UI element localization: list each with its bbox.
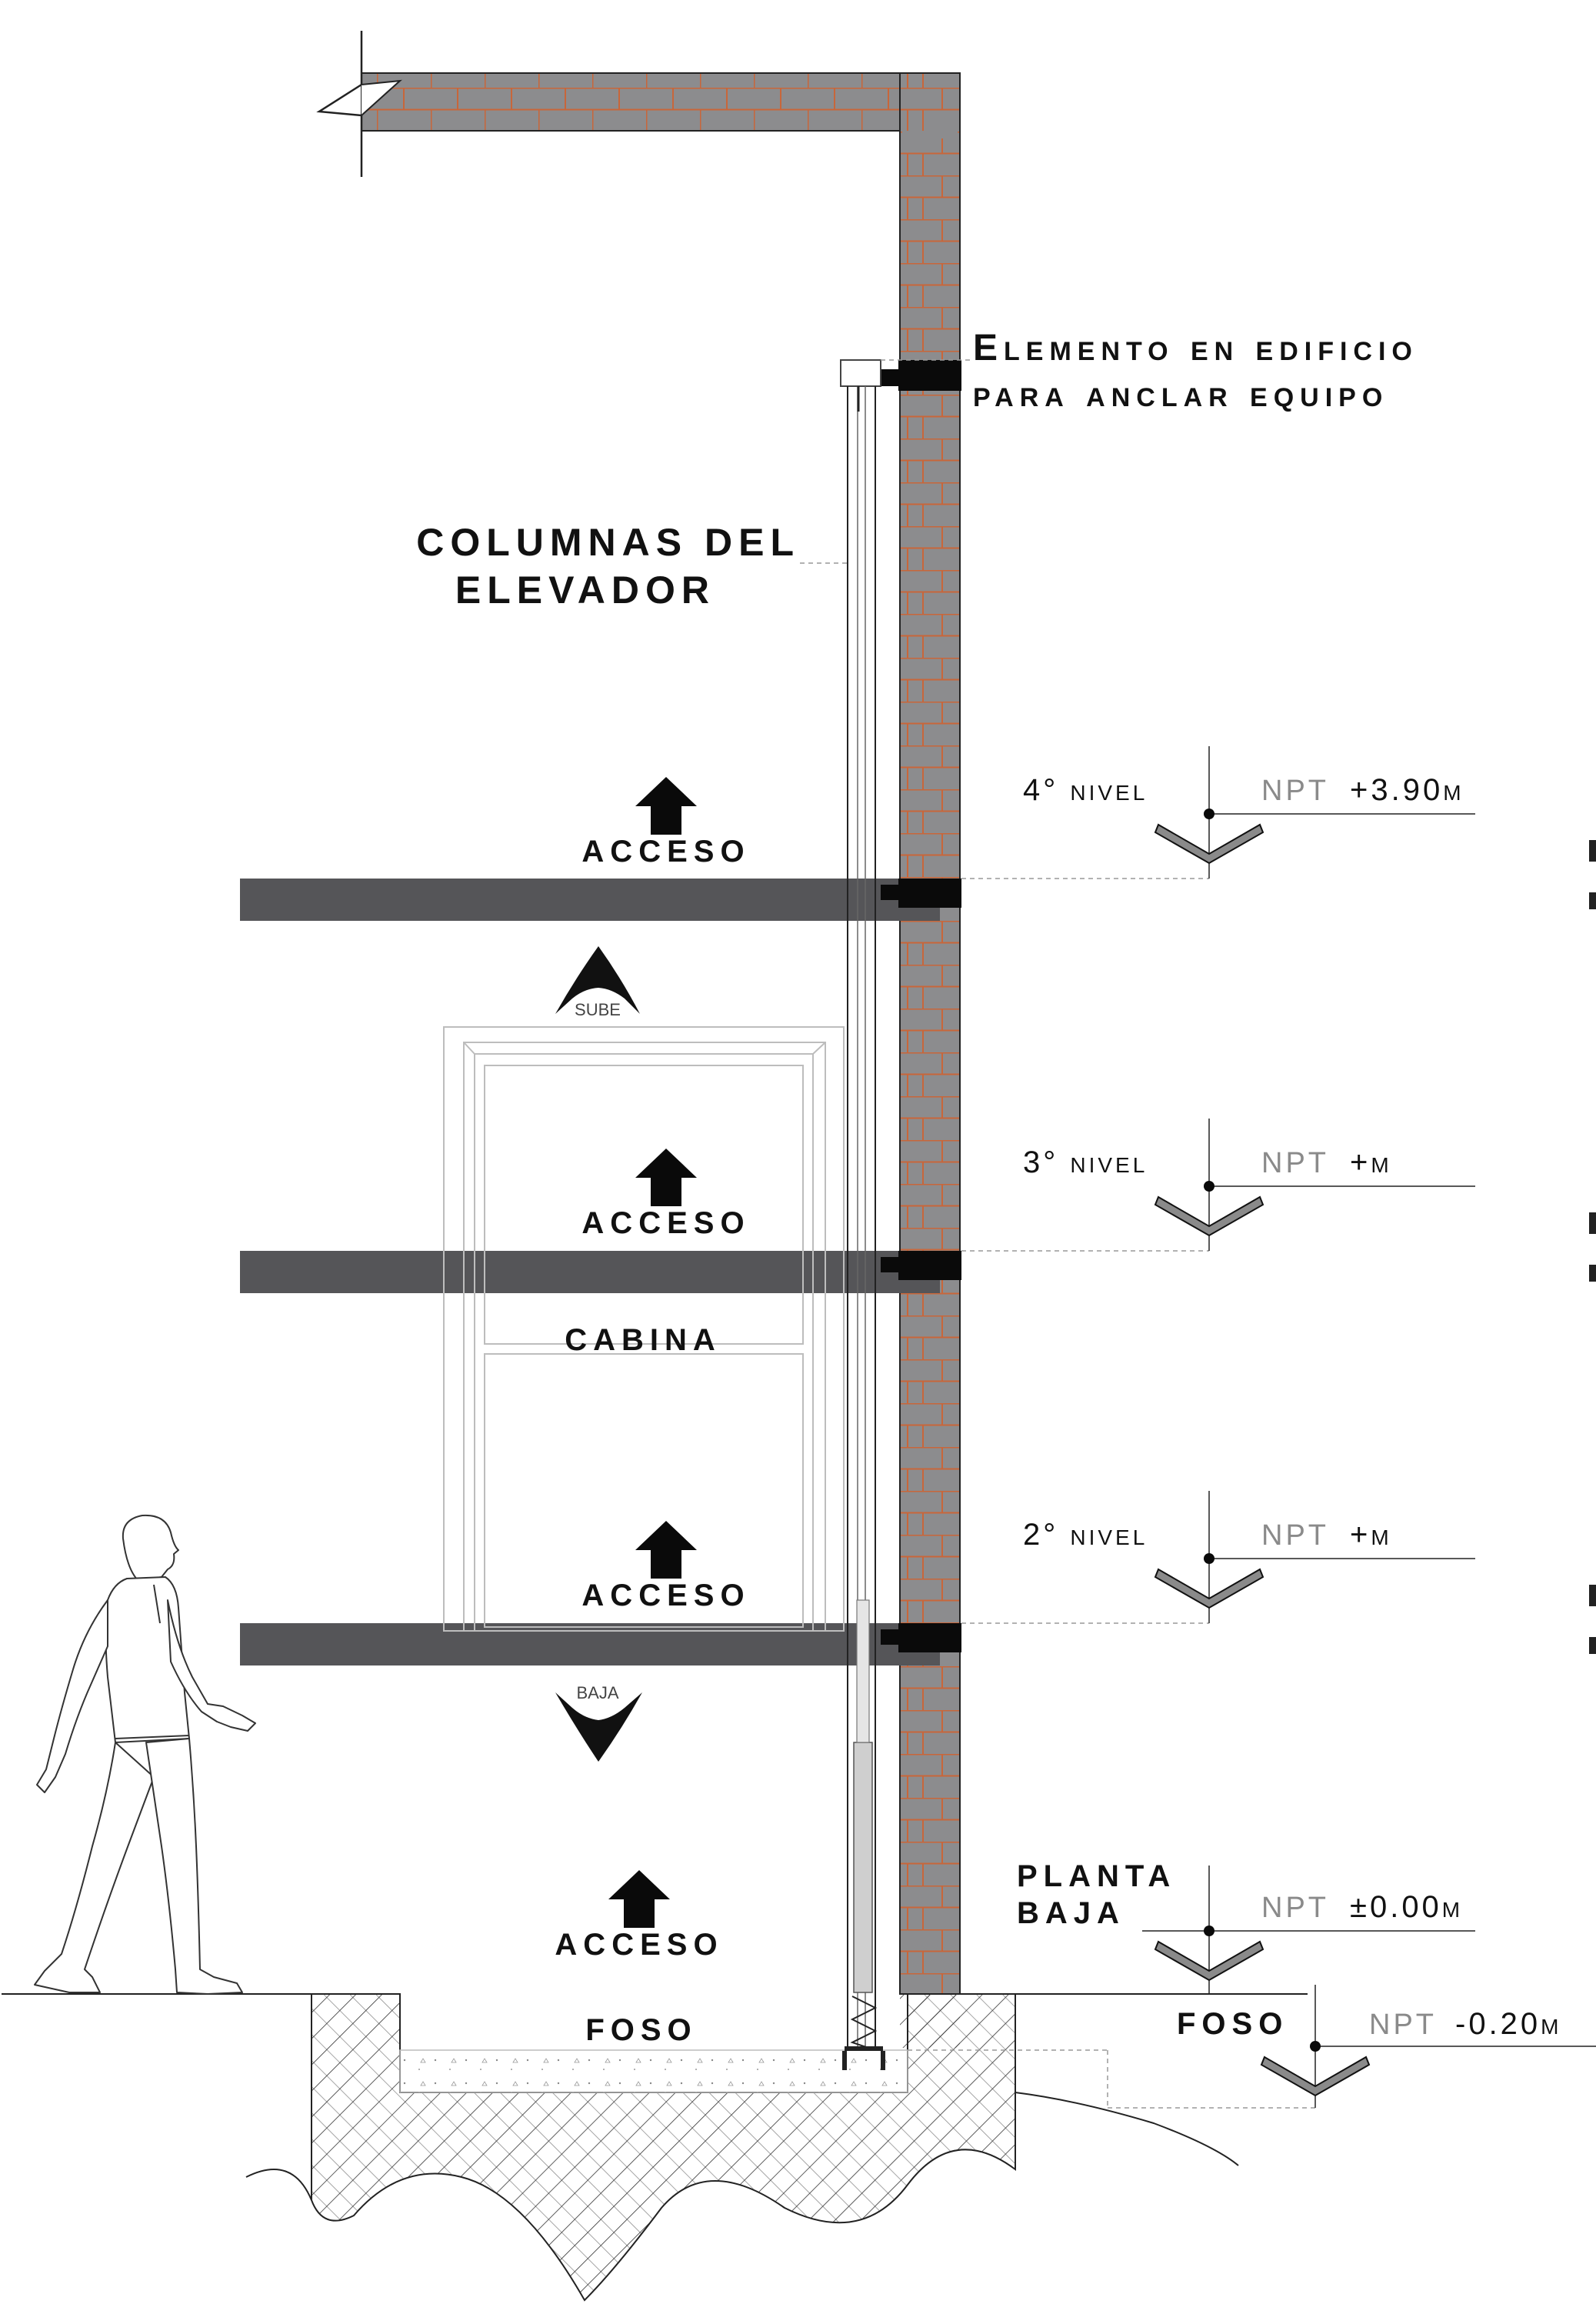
npt-prefix: NPT bbox=[1261, 1519, 1329, 1552]
level-marker-ground: PLANTA BAJA NPT ±0.00m bbox=[1017, 1859, 1475, 1994]
building-wall bbox=[316, 31, 961, 2048]
buffer-spring bbox=[850, 1996, 878, 2051]
columns-label-line2: ELEVADOR bbox=[455, 568, 715, 612]
npt-prefix: NPT bbox=[1369, 2009, 1437, 2041]
level-name: 2° nivel bbox=[1023, 1518, 1148, 1552]
slab-2nd bbox=[240, 1623, 940, 1665]
down-direction-symbol: BAJA bbox=[555, 1683, 642, 1762]
up-arrow-icon bbox=[635, 1521, 697, 1579]
access-ground: ACCESO bbox=[555, 1870, 723, 1962]
slab-4th bbox=[240, 879, 940, 921]
level-marker-icon bbox=[1154, 1195, 1264, 1237]
hydraulic-piston bbox=[853, 1742, 873, 1993]
level-marker-icon bbox=[1154, 1940, 1264, 1982]
slab-3rd bbox=[240, 1251, 940, 1293]
up-arrow-icon bbox=[635, 777, 697, 835]
access-label: ACCESO bbox=[581, 1579, 750, 1612]
anchor-elements bbox=[840, 359, 961, 1652]
cabin-label: CABINA bbox=[565, 1323, 721, 1357]
level-name-line2: BAJA bbox=[1017, 1896, 1125, 1930]
anchor-label-line1: Elemento en edificio bbox=[973, 328, 1418, 368]
level-marker-icon bbox=[1154, 1568, 1264, 1609]
pit-slab bbox=[399, 2049, 908, 2093]
access-4th: ACCESO bbox=[581, 777, 750, 869]
access-label: ACCESO bbox=[581, 835, 750, 869]
anchor-annotation: Elemento en edificio para anclar equipo bbox=[881, 328, 1418, 415]
access-3rd: ACCESO bbox=[581, 1149, 750, 1240]
pit-label: FOSO bbox=[585, 2013, 697, 2047]
npt-value: +m bbox=[1350, 1518, 1392, 1552]
ground-section bbox=[2, 1993, 1308, 2302]
floor-slabs bbox=[240, 879, 940, 1665]
level-name-line1: PLANTA bbox=[1017, 1859, 1176, 1893]
access-label: ACCESO bbox=[581, 1206, 750, 1240]
up-arrow-icon bbox=[608, 1870, 670, 1928]
level-marker-2nd: 2° nivel NPT +m bbox=[961, 1491, 1475, 1624]
npt-value: +3.90m bbox=[1350, 773, 1464, 807]
level-name: 3° nivel bbox=[1023, 1145, 1148, 1179]
elevator-cabin bbox=[443, 1026, 845, 1632]
columns-label-line1: COLUMNAS DEL bbox=[416, 521, 800, 564]
level-name: FOSO bbox=[1177, 2007, 1288, 2041]
up-arrow-icon bbox=[635, 1149, 697, 1206]
columns-annotation: COLUMNAS DEL ELEVADOR bbox=[416, 521, 848, 612]
npt-prefix: NPT bbox=[1261, 1147, 1329, 1179]
anchor-label-line2: para anclar equipo bbox=[973, 374, 1388, 415]
person-walking-icon bbox=[34, 1514, 256, 1995]
level-marker-4th: 4° nivel NPT +3.90m bbox=[961, 746, 1475, 879]
level-marker-icon bbox=[1154, 823, 1264, 865]
access-label: ACCESO bbox=[555, 1928, 723, 1962]
npt-prefix: NPT bbox=[1261, 1892, 1329, 1924]
elevator-columns bbox=[842, 386, 885, 2070]
npt-prefix: NPT bbox=[1261, 775, 1329, 807]
npt-value: ±0.00m bbox=[1350, 1890, 1463, 1924]
access-2nd: ACCESO bbox=[581, 1521, 750, 1612]
level-marker-3rd: 3° nivel NPT +m bbox=[961, 1119, 1475, 1252]
down-label: BAJA bbox=[576, 1683, 618, 1702]
up-label: SUBE bbox=[575, 1000, 621, 1019]
up-direction-symbol: SUBE bbox=[555, 946, 640, 1019]
level-marker-pit: FOSO NPT -0.20m bbox=[908, 1985, 1596, 2109]
edge-marks bbox=[1589, 840, 1596, 1654]
level-name: 4° nivel bbox=[1023, 773, 1148, 807]
npt-value: +m bbox=[1350, 1145, 1392, 1179]
npt-value: -0.20m bbox=[1455, 2007, 1562, 2041]
level-marker-icon bbox=[1260, 2056, 1371, 2097]
